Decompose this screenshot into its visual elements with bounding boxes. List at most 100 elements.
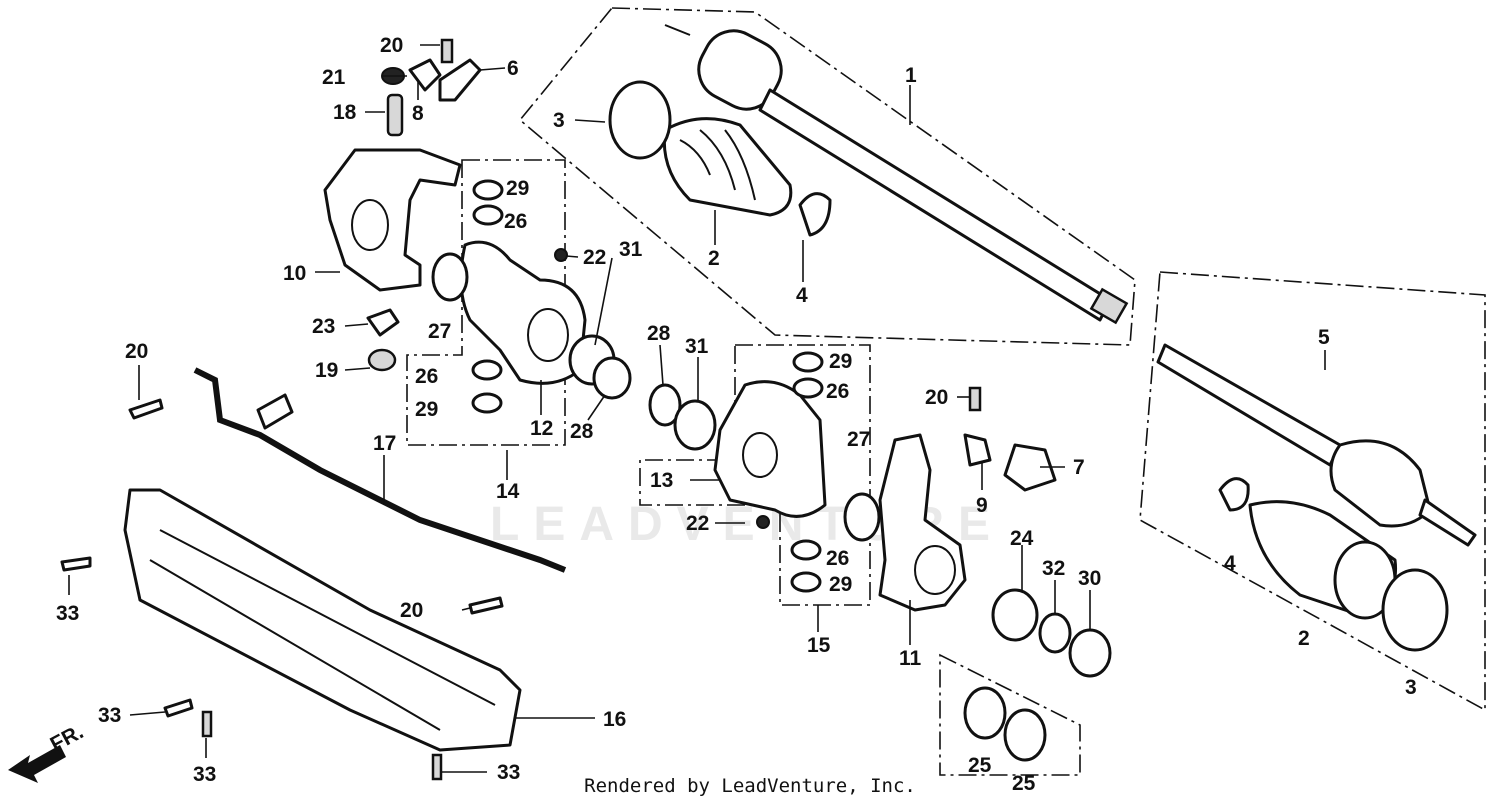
cap-29c <box>792 351 824 373</box>
part-labels: 1 2 2 3 3 4 4 5 6 7 8 9 10 11 12 13 14 1… <box>56 34 1417 795</box>
label-part-8: 8 <box>412 102 424 125</box>
label-part-13: 13 <box>650 469 673 492</box>
seal-30 <box>1068 628 1112 678</box>
knuckle-11 <box>878 433 967 612</box>
clip-8 <box>408 58 442 92</box>
label-part-30: 30 <box>1078 567 1101 590</box>
clip-4-lower <box>1218 477 1250 512</box>
clip-9 <box>963 433 992 467</box>
label-part-5: 5 <box>1318 326 1330 349</box>
label-part-24: 24 <box>1010 527 1034 550</box>
label-part-20: 20 <box>925 386 948 409</box>
boot-band-3-upper <box>608 80 672 160</box>
bolt-20-top <box>440 38 454 64</box>
assembly-box-14 <box>406 159 566 446</box>
label-part-6: 6 <box>507 57 519 80</box>
arm-13 <box>713 380 827 518</box>
label-part-9: 9 <box>976 494 988 517</box>
label-part-20: 20 <box>125 340 148 363</box>
bolt-33a <box>60 556 92 572</box>
bushing-26c <box>792 377 824 399</box>
bearing-28b <box>648 383 682 427</box>
nut-22b <box>756 515 770 529</box>
plate-23 <box>366 308 400 337</box>
label-part-29: 29 <box>829 350 852 373</box>
label-part-2: 2 <box>1298 627 1310 650</box>
boot-band-3-lower <box>1381 568 1449 652</box>
label-part-20: 20 <box>400 599 423 622</box>
label-part-3: 3 <box>1405 676 1417 699</box>
label-part-10: 10 <box>283 262 306 285</box>
label-part-25: 25 <box>968 754 992 777</box>
skid-plate-ribs <box>149 529 496 731</box>
bracket-7 <box>1003 443 1057 492</box>
nut-22a <box>554 248 568 262</box>
seal-27a <box>431 252 469 302</box>
ring-32 <box>1038 612 1072 654</box>
bolt-20-right <box>968 386 982 412</box>
label-part-33: 33 <box>98 704 121 727</box>
label-part-4: 4 <box>1224 552 1236 575</box>
label-part-31: 31 <box>685 335 709 358</box>
driveshaft-1 <box>664 24 1129 325</box>
label-part-26: 26 <box>504 210 527 233</box>
knuckle-10 <box>323 148 462 292</box>
bushing-26d <box>790 539 822 561</box>
label-part-28: 28 <box>647 322 671 345</box>
bolt-20-left <box>128 398 164 420</box>
label-part-28: 28 <box>570 420 594 443</box>
label-part-26: 26 <box>826 380 849 403</box>
label-part-17: 17 <box>373 432 396 455</box>
label-part-19: 19 <box>315 359 338 382</box>
footer-credit: Rendered by LeadVenture, Inc. <box>584 775 916 797</box>
cap-29a <box>472 179 504 201</box>
label-part-29: 29 <box>506 177 529 200</box>
label-part-3: 3 <box>553 109 565 132</box>
driveshaft-5 <box>1156 343 1477 547</box>
rod-bracket <box>256 393 294 430</box>
cv-boot-2-upper <box>662 117 793 217</box>
bearing-25a <box>963 686 1007 740</box>
label-part-14: 14 <box>496 480 520 503</box>
clip-4-upper <box>798 192 832 237</box>
label-part-29: 29 <box>829 573 852 596</box>
assembly-box-5 <box>1139 271 1486 712</box>
label-part-29: 29 <box>415 398 438 421</box>
assembly-box-15 <box>639 344 871 606</box>
label-part-33: 33 <box>193 763 216 786</box>
bolt-20-lower <box>468 596 504 615</box>
assembly-box-25 <box>939 653 1081 776</box>
label-part-27: 27 <box>428 320 451 343</box>
cap-29b <box>471 392 503 414</box>
bolt-33d <box>431 753 443 781</box>
bolt-33c <box>201 710 213 738</box>
assembly-box-1 <box>518 7 1136 346</box>
leader-lines <box>68 44 1326 773</box>
label-part-25: 25 <box>1012 772 1036 795</box>
label-part-1: 1 <box>905 64 917 87</box>
seal-27b <box>843 492 881 542</box>
label-part-21: 21 <box>322 66 346 89</box>
label-part-2: 2 <box>708 247 720 270</box>
label-part-26: 26 <box>415 365 438 388</box>
label-part-16: 16 <box>603 708 626 731</box>
bearing-24 <box>991 588 1039 642</box>
label-part-7: 7 <box>1073 456 1085 479</box>
label-part-31: 31 <box>619 238 643 261</box>
label-part-27: 27 <box>847 428 870 451</box>
label-part-4: 4 <box>796 284 808 307</box>
cap-29d <box>790 571 822 593</box>
label-part-33: 33 <box>497 761 520 784</box>
label-part-32: 32 <box>1042 557 1065 580</box>
bushing-26a <box>472 204 504 226</box>
skid-plate-16 <box>123 488 522 752</box>
front-direction-arrow-icon <box>8 745 66 783</box>
stud-18 <box>386 93 404 137</box>
label-part-22: 22 <box>686 512 709 535</box>
label-part-26: 26 <box>826 547 849 570</box>
stabilizer-rod-17 <box>193 367 567 573</box>
label-part-23: 23 <box>312 315 335 338</box>
ring-31b <box>673 399 717 451</box>
